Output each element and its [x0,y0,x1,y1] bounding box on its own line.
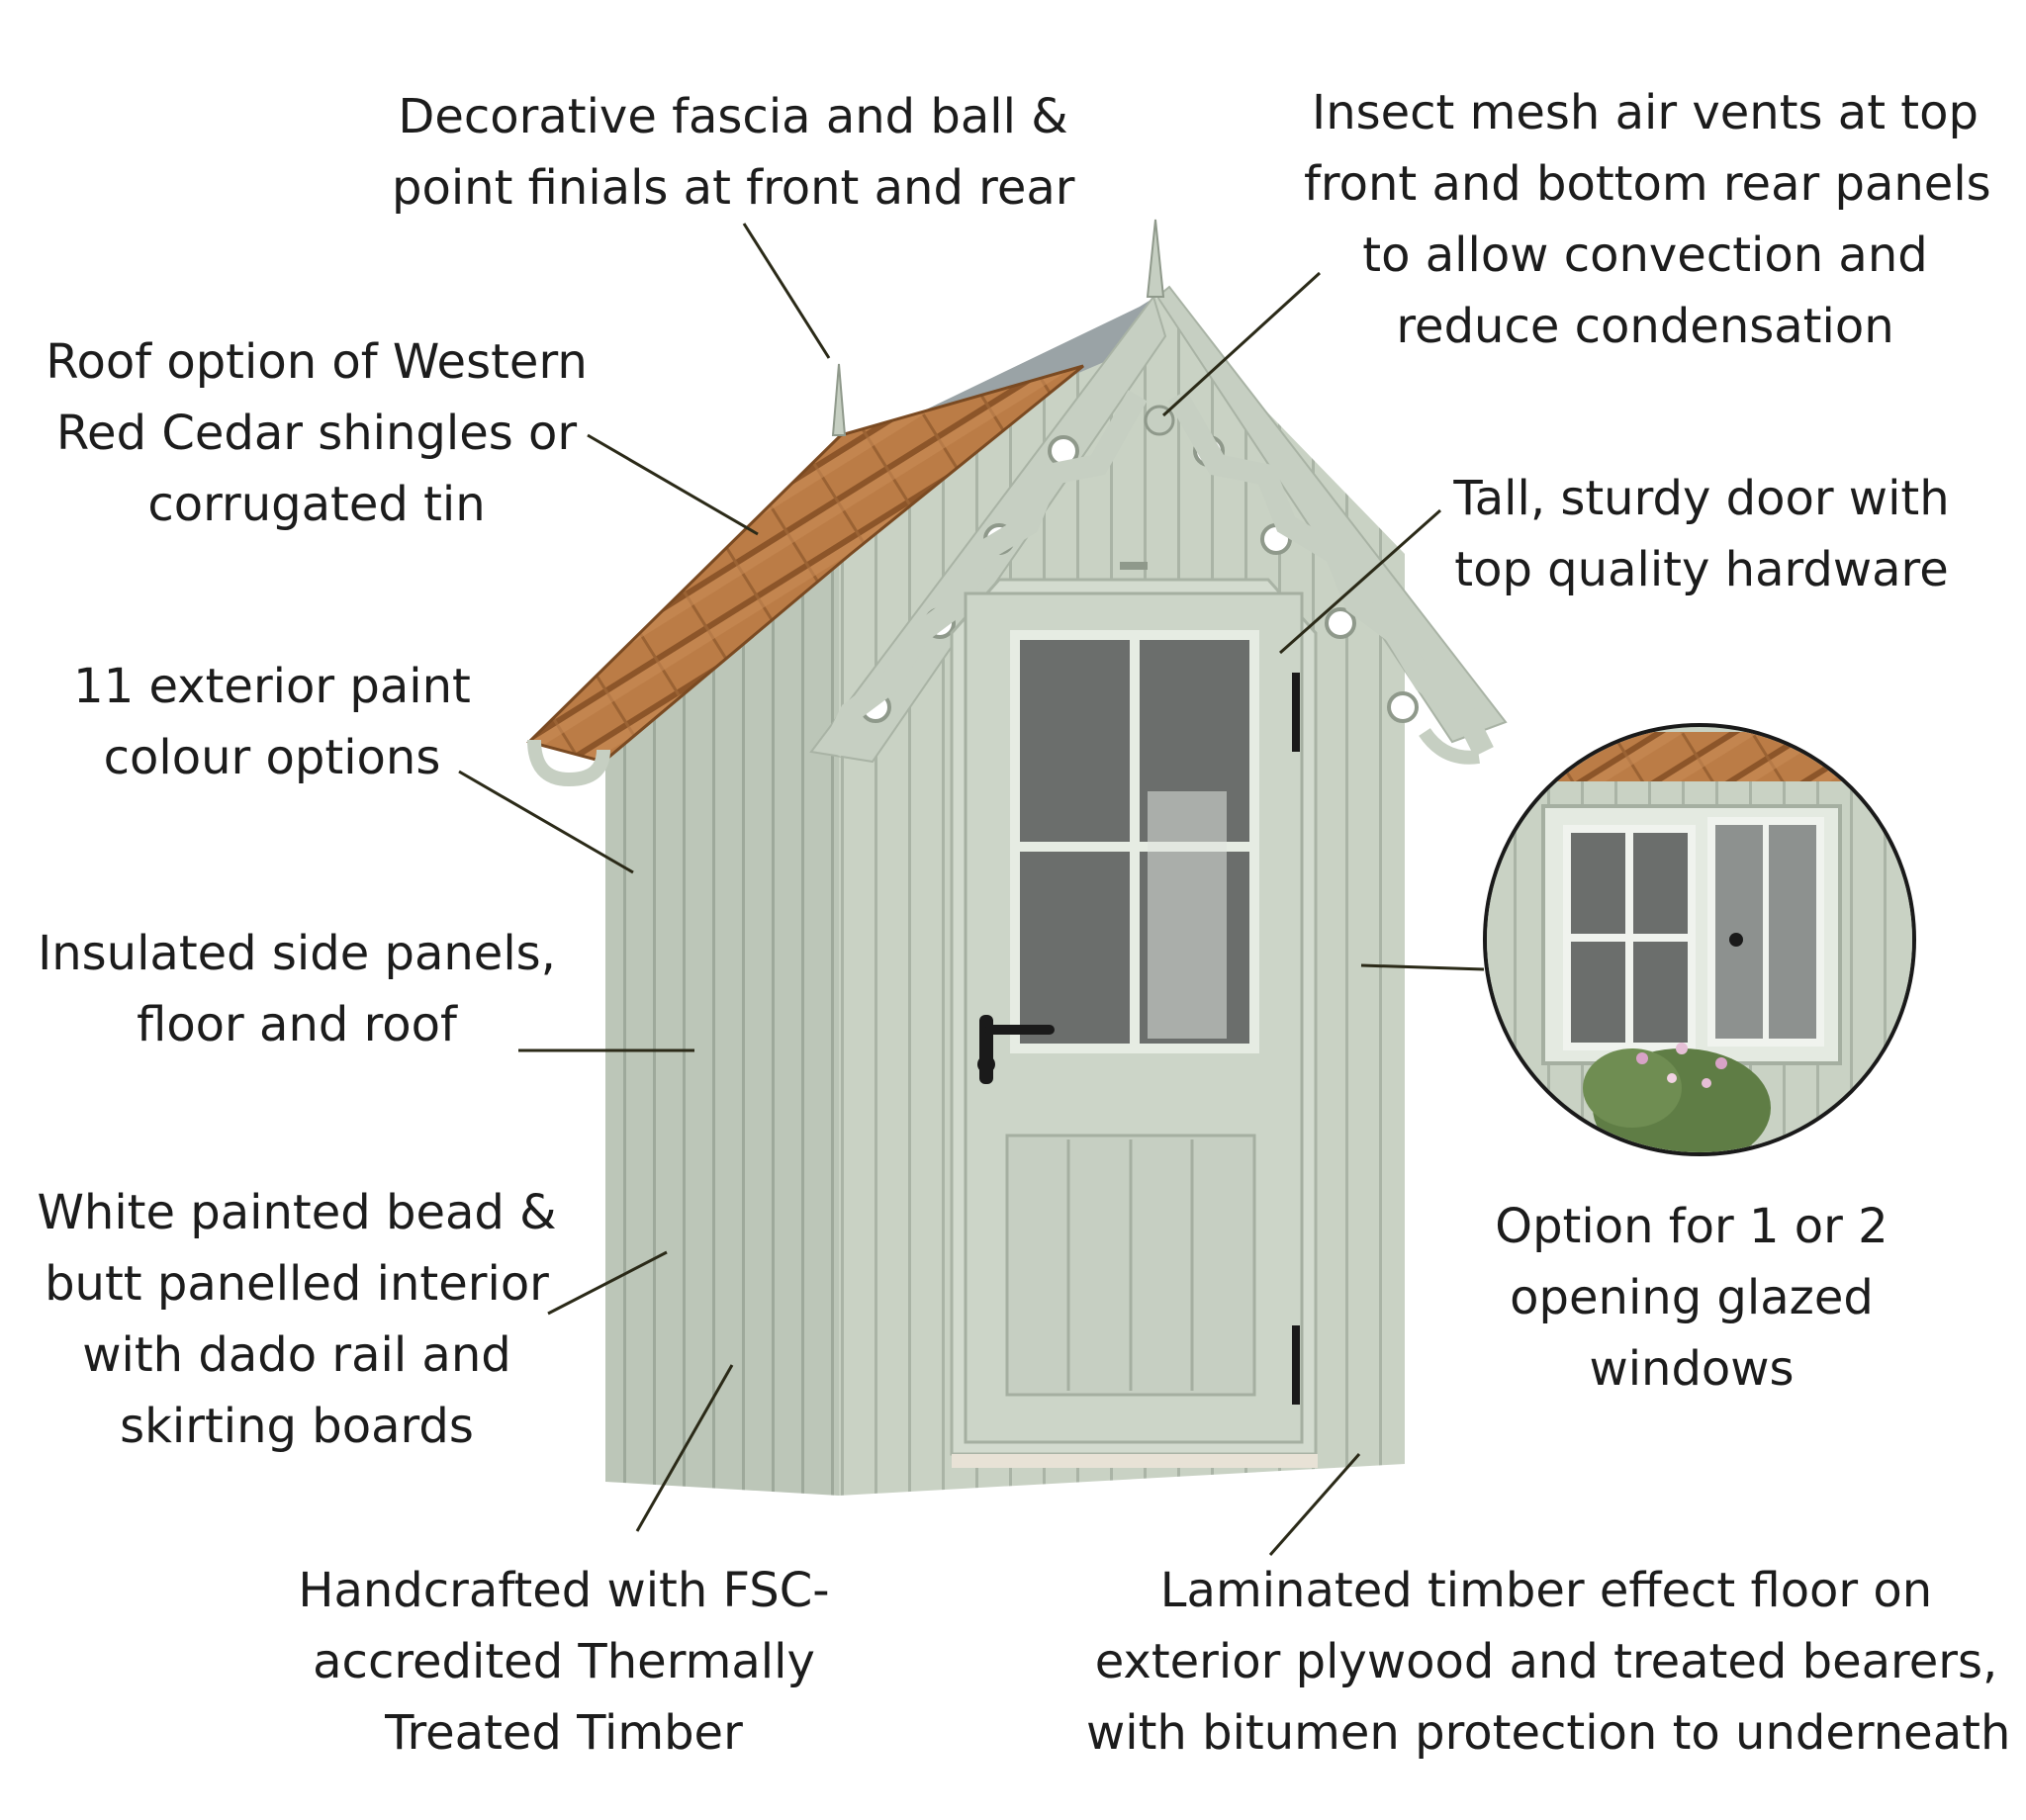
leader-vents [1161,271,1322,417]
door-hinge-bottom [1292,1325,1300,1405]
label-roof-option: Roof option of Western Red Cedar shingle… [46,334,588,532]
leader-windows [1360,963,1485,971]
leader-fascia [742,223,831,359]
label-paint-colours: 11 exterior paint colour options [73,659,471,785]
label-floor: Laminated timber effect floor on exterio… [1086,1563,2011,1761]
shed-side-wall [605,554,839,1496]
bargeboard-wave-left [821,390,1148,757]
maker-badge [1120,562,1148,570]
eave-hook-right [1419,727,1480,765]
label-fascia-finials: Decorative fascia and ball & point finia… [392,89,1075,216]
cedar-shingle-roof [529,366,1083,762]
leader-lines [458,223,1485,1556]
point-finial-rear [831,363,847,436]
label-fsc-timber: Handcrafted with FSC- accredited Thermal… [298,1563,830,1761]
threshold [952,1454,1318,1468]
bargeboard-wave-right [1167,390,1494,757]
leader-timber [635,1364,734,1532]
eave-hook-left [527,739,610,787]
leader-floor [1268,1453,1361,1556]
label-door: Tall, sturdy door with top quality hardw… [1453,471,1950,597]
door-keyhole [977,1055,995,1073]
window-option-inset [1483,723,1916,1156]
label-insulation: Insulated side panels, floor and roof [38,926,556,1052]
inset-flowers [1583,1043,1771,1152]
leader-door [1279,508,1441,655]
label-windows-option: Option for 1 or 2 opening glazed windows [1495,1199,1888,1397]
door-handle-lever[interactable] [985,1025,1055,1035]
leader-roof [587,433,759,536]
leader-interior [547,1250,668,1316]
door-hinge-top [1292,673,1300,752]
leader-paint [458,770,634,874]
label-air-vents: Insect mesh air vents at top front and b… [1304,85,1991,354]
label-interior: White painted bead & butt panelled inter… [37,1185,557,1454]
point-finial-front [1146,219,1165,298]
